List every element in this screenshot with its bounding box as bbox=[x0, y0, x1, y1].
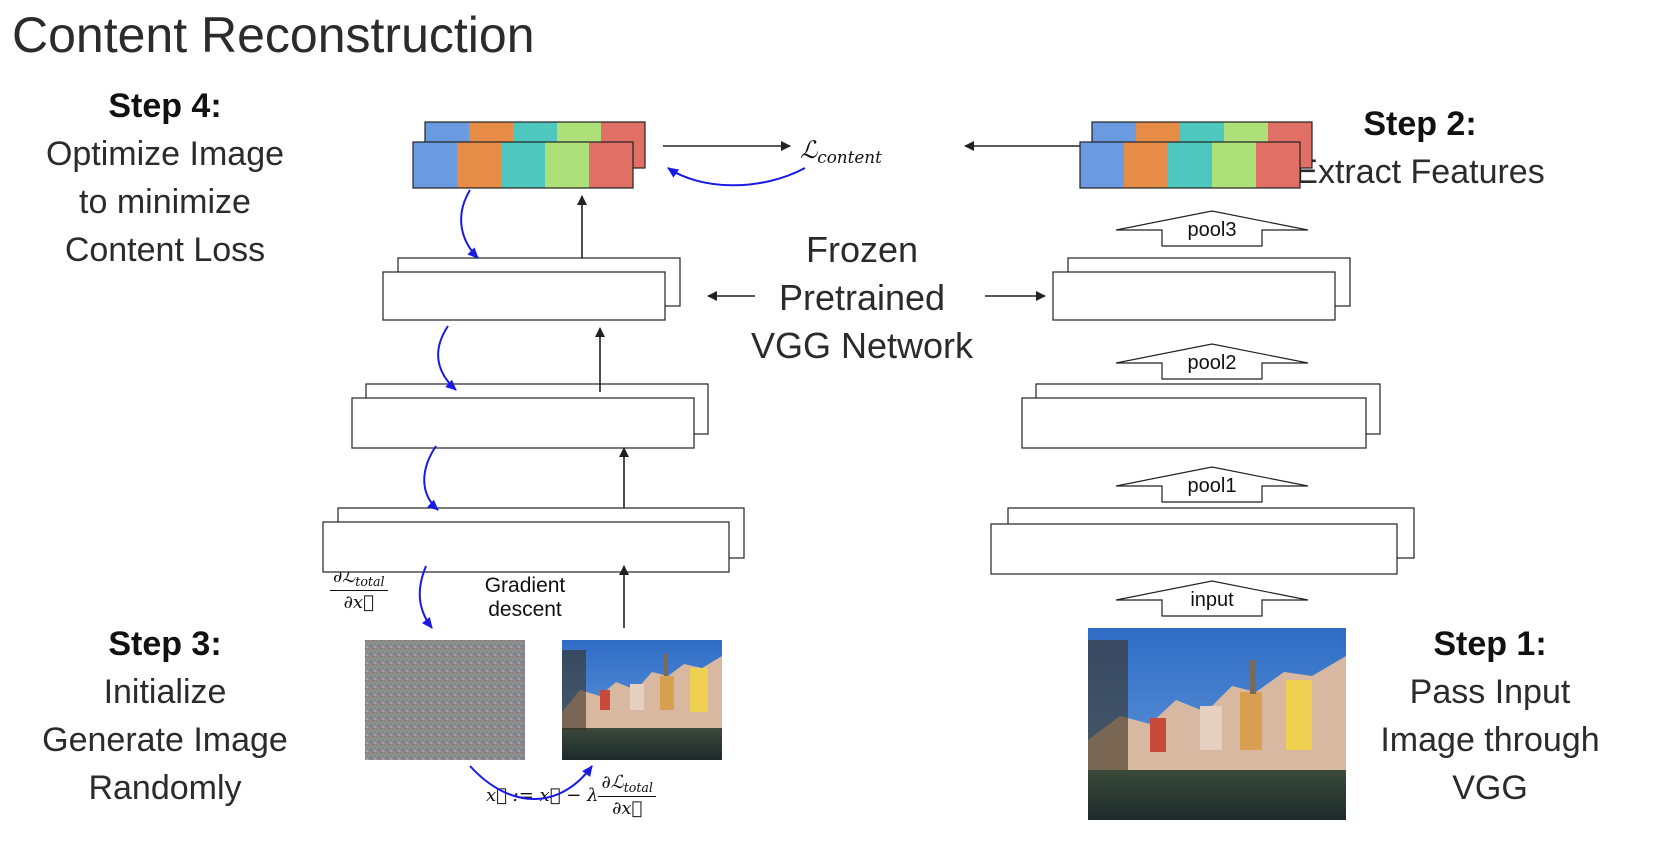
left-layer-1 bbox=[382, 257, 681, 321]
generated-image bbox=[562, 640, 722, 760]
step4-heading: Step 4: bbox=[108, 87, 222, 125]
step2-line-1: Extract Features bbox=[1295, 153, 1545, 191]
right-layer-1 bbox=[1052, 257, 1351, 321]
left-feature-front-channel-1 bbox=[413, 142, 457, 188]
update-rule-lhs: x⃗ := x⃗ − λ bbox=[486, 784, 599, 806]
step1-text: Step 1: Pass Input Image through VGG bbox=[1360, 620, 1620, 812]
step4-line-1: Optimize Image bbox=[45, 135, 285, 173]
step2-text: Step 2: Extract Features bbox=[1270, 100, 1570, 196]
pool3-label: pool3 bbox=[1188, 219, 1237, 241]
step3-heading: Step 3: bbox=[108, 625, 222, 663]
step2-heading: Step 2: bbox=[1363, 105, 1477, 143]
right-feature-front-channel-3 bbox=[1168, 142, 1212, 188]
step4-line-3: Content Loss bbox=[64, 231, 266, 269]
content-loss-symbol: ℒcontent bbox=[800, 136, 882, 167]
pool1-label: pool1 bbox=[1188, 475, 1237, 497]
left-feature-front-channel-4 bbox=[545, 142, 589, 188]
right-feature-map bbox=[1079, 121, 1313, 189]
right-layer-2 bbox=[1021, 383, 1381, 449]
step1-line-2: Image through bbox=[1380, 721, 1600, 759]
gradient-label-line-1: Gradient bbox=[484, 574, 566, 597]
step3-line-2: Generate Image bbox=[42, 721, 288, 759]
step1-heading: Step 1: bbox=[1433, 625, 1547, 663]
page-title: Content Reconstruction bbox=[12, 7, 535, 63]
derivative-subscript: total bbox=[355, 573, 385, 589]
input-image bbox=[1088, 628, 1346, 820]
input-label: input bbox=[1190, 589, 1234, 611]
gradient-arrows bbox=[418, 167, 806, 800]
center-label-line-3: VGG Network bbox=[750, 325, 974, 366]
input-arrow: input bbox=[1115, 580, 1309, 617]
pool2-label: pool2 bbox=[1188, 352, 1237, 374]
blue-arrow-to-layer2 bbox=[437, 325, 457, 391]
left-layer-2 bbox=[351, 383, 709, 449]
blue-arrow-to-noise bbox=[418, 565, 433, 629]
step3-line-1: Initialize bbox=[103, 673, 227, 711]
left-feature-front-outline bbox=[412, 141, 634, 189]
pool3-arrow: pool3 bbox=[1115, 210, 1309, 247]
step3-text: Step 3: Initialize Generate Image Random… bbox=[30, 620, 300, 812]
blue-arrow-loss-to-features bbox=[667, 167, 806, 187]
step4-line-2: to minimize bbox=[79, 183, 251, 221]
pool2-arrow: pool2 bbox=[1115, 343, 1309, 380]
step1-line-1: Pass Input bbox=[1409, 673, 1571, 711]
derivative-denominator: ∂x⃗ bbox=[343, 591, 374, 613]
right-feature-front-outline bbox=[1079, 141, 1301, 189]
center-label-line-2: Pretrained bbox=[778, 277, 946, 318]
update-rule: x⃗ := x⃗ − λ ∂ℒtotal ∂x⃗ bbox=[486, 772, 656, 819]
update-rule-denominator: ∂x⃗ bbox=[612, 797, 643, 819]
pool1-arrow: pool1 bbox=[1115, 466, 1309, 503]
right-feature-front-channel-1 bbox=[1080, 142, 1124, 188]
left-feature-front-channel-5 bbox=[589, 142, 633, 188]
loss-symbol: ℒ bbox=[800, 136, 818, 164]
gradient-descent-label: Gradient descent bbox=[450, 574, 600, 622]
step1-line-3: VGG bbox=[1452, 769, 1528, 807]
loss-subscript: content bbox=[817, 147, 882, 168]
blue-arrow-to-layer1 bbox=[460, 189, 479, 259]
gradient-label-line-2: descent bbox=[488, 598, 562, 621]
blue-arrow-update bbox=[469, 765, 593, 800]
frozen-vgg-label: Frozen Pretrained VGG Network bbox=[730, 226, 994, 370]
right-feature-front-channel-2 bbox=[1124, 142, 1168, 188]
step3-line-3: Randomly bbox=[88, 769, 242, 807]
update-rule-numerator: ∂ℒ bbox=[601, 772, 624, 793]
left-feature-front-channel-3 bbox=[501, 142, 545, 188]
update-rule-subscript: total bbox=[623, 779, 653, 795]
left-layer-3 bbox=[322, 507, 745, 573]
right-layer-3 bbox=[990, 507, 1415, 575]
left-feature-front-channel-2 bbox=[457, 142, 501, 188]
right-feature-front-channel-5 bbox=[1256, 142, 1300, 188]
center-label-line-1: Frozen bbox=[805, 229, 919, 270]
noise-image bbox=[365, 640, 525, 760]
step4-text: Step 4: Optimize Image to minimize Conte… bbox=[30, 82, 300, 274]
forward-arrows bbox=[577, 141, 1080, 628]
blue-arrow-to-layer3 bbox=[423, 445, 439, 511]
left-feature-map bbox=[412, 121, 646, 189]
right-feature-front-channel-4 bbox=[1212, 142, 1256, 188]
